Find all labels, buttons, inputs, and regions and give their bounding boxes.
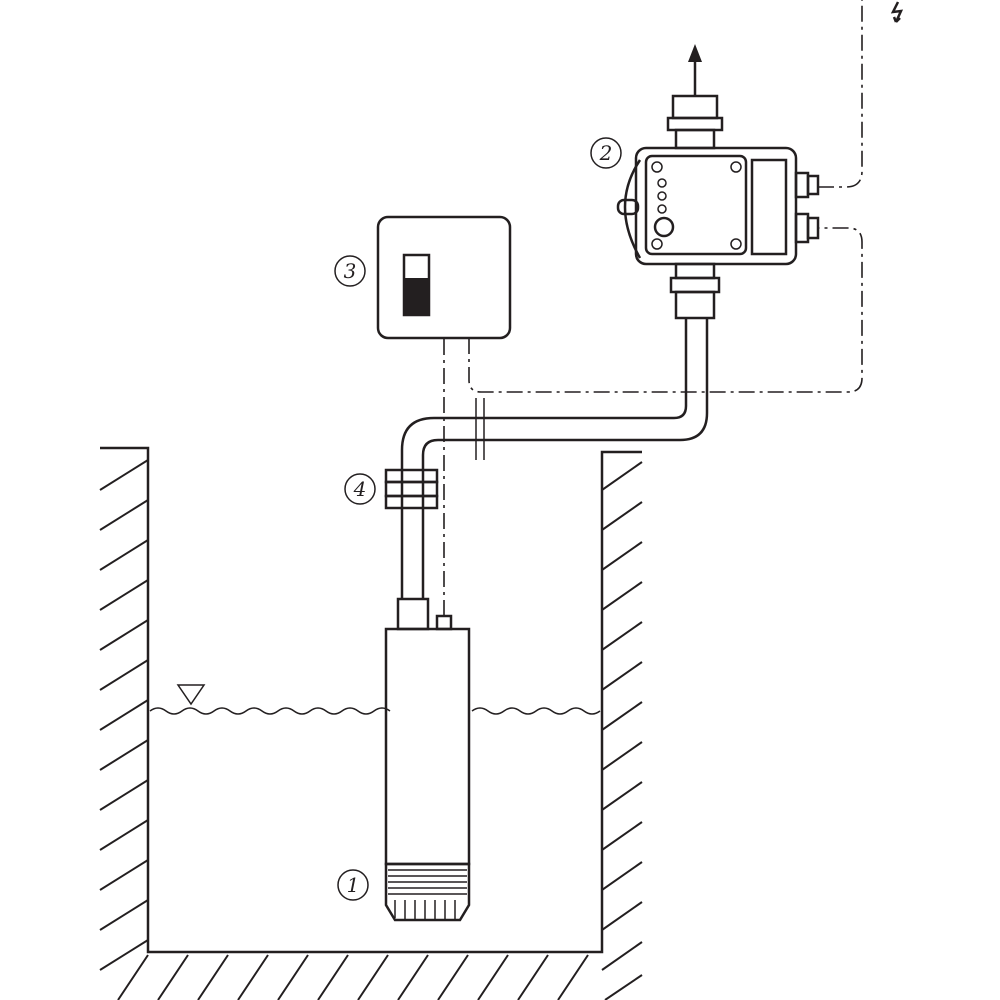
pump-intake-grille: [388, 869, 467, 919]
electrical-cables: [443, 0, 863, 616]
callout-2-label: 2: [599, 141, 613, 165]
switch-lever: [404, 278, 429, 315]
lightning-icon: [890, 1, 904, 23]
pipe-clamp: [384, 468, 439, 510]
hatch-left-wall: [99, 459, 149, 971]
well-shaft: [99, 446, 643, 1000]
callout-2: 2: [590, 137, 622, 169]
water-surface: [149, 684, 601, 715]
callout-3: 3: [334, 255, 366, 287]
discharge-hose: [400, 318, 709, 599]
callout-1-label: 1: [347, 873, 360, 897]
submersible-pump: [384, 597, 471, 922]
callout-1: 1: [337, 869, 369, 901]
callout-4: 4: [344, 473, 376, 505]
callout-4-label: 4: [353, 477, 367, 501]
callout-3-label: 3: [344, 259, 357, 283]
cable-switch-to-controller: [468, 227, 863, 393]
hatch-right-wall: [601, 461, 643, 1000]
switch-box: [376, 215, 512, 340]
cable-controller-to-mains: [818, 0, 863, 188]
triangle-down-icon: [176, 684, 206, 706]
hatch-floor: [117, 954, 589, 1000]
pressure-controller: [616, 44, 820, 320]
